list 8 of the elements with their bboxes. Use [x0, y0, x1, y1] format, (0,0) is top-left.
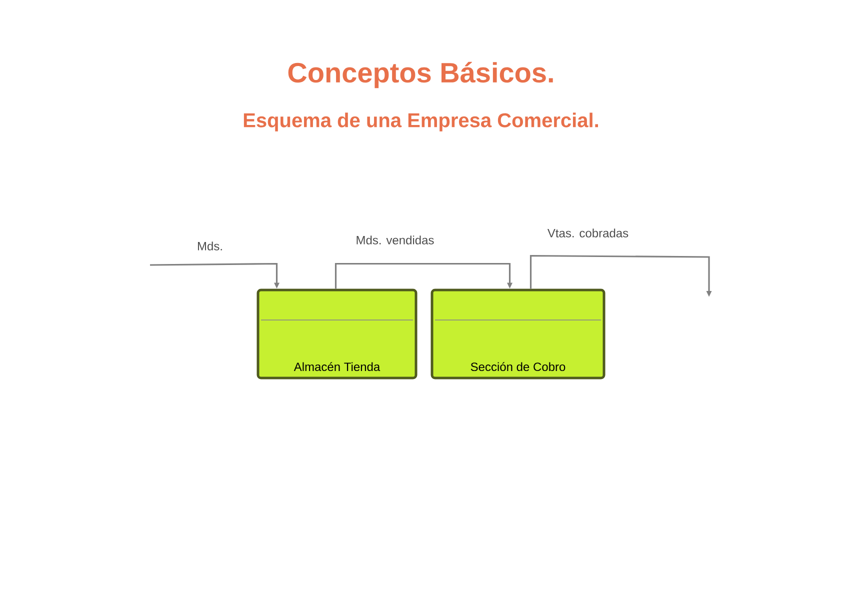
subtitle: Esquema de una Empresa Comercial. [244, 112, 598, 132]
edge-label: Mds. [198, 242, 222, 250]
title: Conceptos Básicos. [288, 62, 553, 88]
edge-label: Mds. vendidas [356, 236, 434, 244]
tank-box: Sección de Cobro [430, 288, 606, 380]
arrow [334, 262, 512, 289]
tank-box: Almacén Tienda [256, 288, 418, 380]
edge-label: Vtas. cobradas [547, 228, 628, 238]
